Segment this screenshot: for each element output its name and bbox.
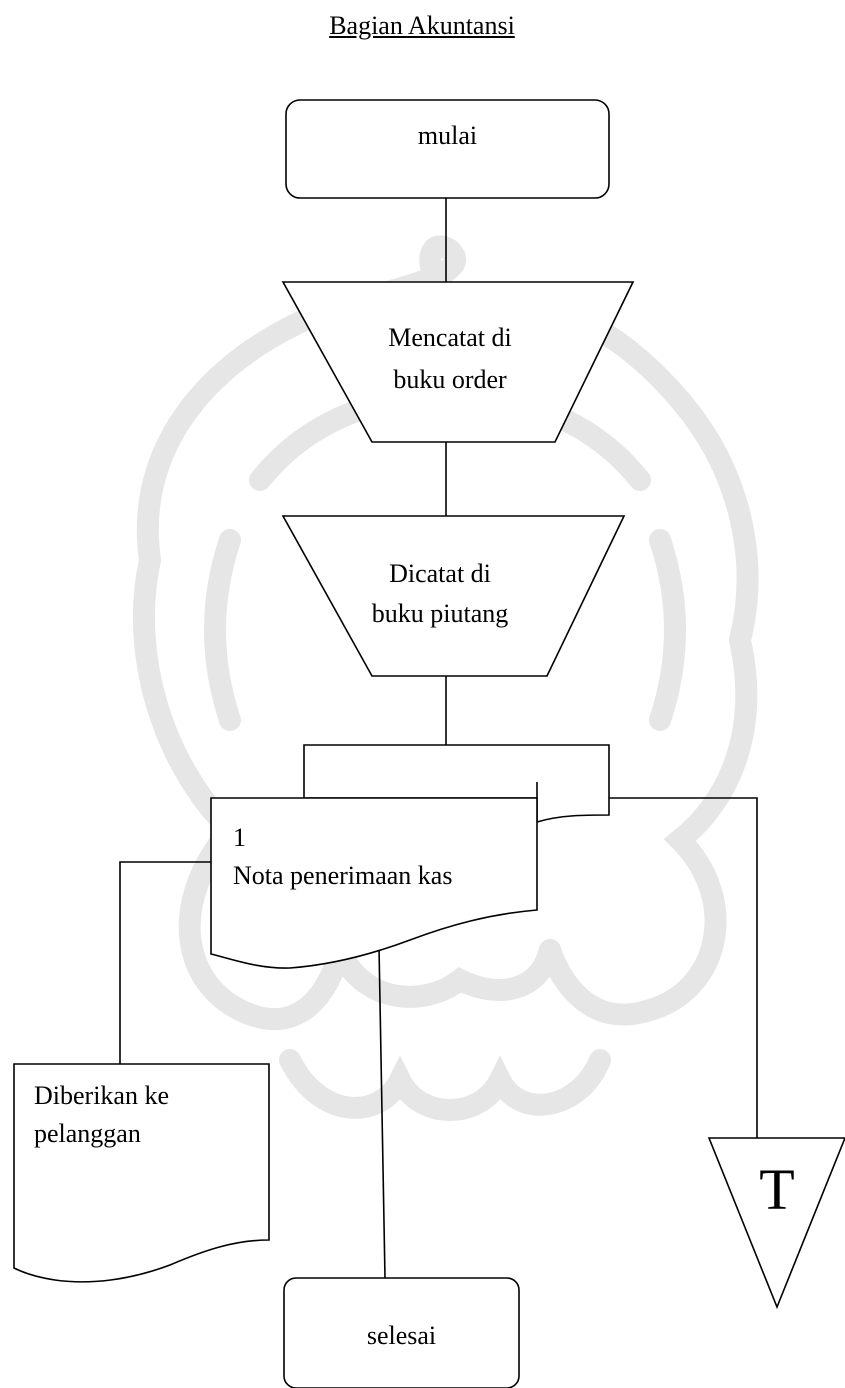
connector-document-to-archive bbox=[609, 797, 758, 1138]
document-copy-number: 1 bbox=[233, 823, 246, 852]
manual-operation-step2 bbox=[281, 515, 626, 677]
customer-label-line2: pelanggan bbox=[34, 1119, 141, 1148]
archive-label: T bbox=[759, 1157, 795, 1222]
step2-label-line1: Dicatat di bbox=[389, 559, 491, 588]
step2-label-line2: buku piutang bbox=[371, 599, 509, 628]
end-label: selesai bbox=[366, 1321, 437, 1350]
customer-label-line1: Diberikan ke bbox=[34, 1081, 170, 1110]
archive-storage bbox=[707, 1137, 845, 1310]
diagram-title: Bagian Akuntansi bbox=[329, 11, 515, 40]
step1-label-line2: buku order bbox=[393, 365, 507, 394]
customer-document bbox=[13, 1063, 270, 1283]
document-front-copy bbox=[210, 782, 538, 969]
start-label: mulai bbox=[417, 121, 478, 150]
start-terminator bbox=[285, 99, 610, 199]
end-terminator bbox=[283, 1277, 520, 1388]
document-name: Nota penerimaan kas bbox=[233, 861, 453, 890]
connector-document-to-customer bbox=[119, 861, 211, 1064]
manual-operation-step1 bbox=[281, 281, 635, 443]
step1-label-line1: Mencatat di bbox=[388, 323, 512, 352]
